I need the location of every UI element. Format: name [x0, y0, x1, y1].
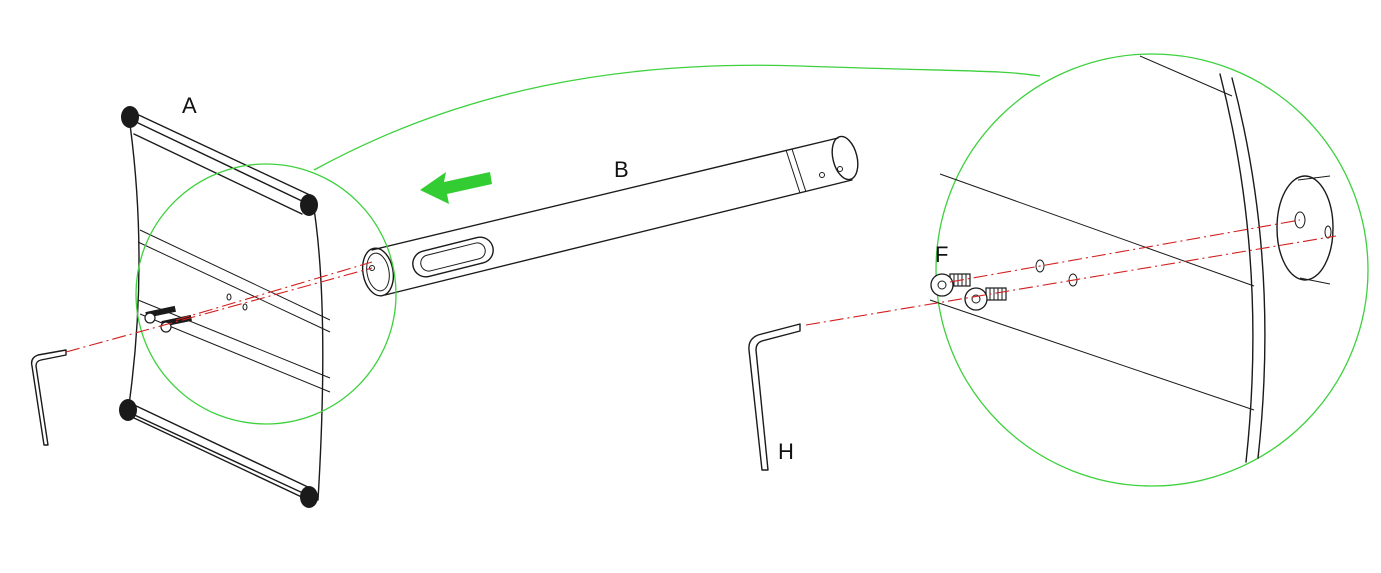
- end-cap: [119, 399, 137, 421]
- callout-connector: [313, 64, 1041, 171]
- screw: [964, 287, 1007, 311]
- end-cap: [121, 106, 139, 128]
- end-cap: [300, 194, 318, 216]
- assembly-axes: [65, 219, 1337, 353]
- hex-key-icon: [748, 323, 801, 471]
- label-a: A: [182, 93, 197, 118]
- end-cap: [300, 486, 318, 508]
- tube-b: [361, 135, 859, 297]
- base-panel-a: [119, 106, 331, 508]
- label-h: H: [778, 439, 794, 464]
- detail-circle: [935, 53, 1369, 487]
- left-arrow-icon: [420, 172, 492, 204]
- detail-view: [929, 53, 1369, 487]
- label-b: B: [614, 157, 629, 182]
- hex-key-icon: [30, 349, 67, 446]
- callout-circle: [135, 163, 397, 425]
- screw: [930, 273, 971, 297]
- label-f: F: [935, 242, 948, 267]
- screw: [144, 305, 176, 324]
